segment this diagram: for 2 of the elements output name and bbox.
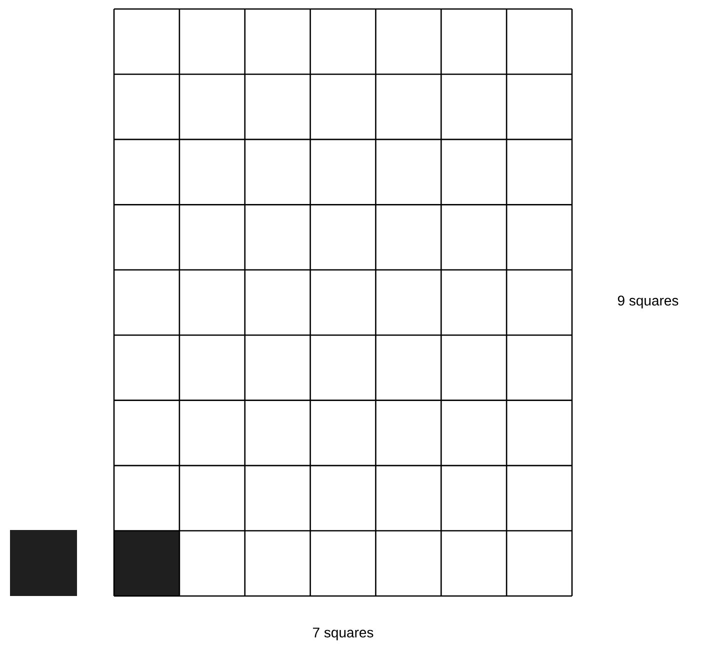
dimension-label: 7 squares (312, 628, 374, 640)
dimension-label: 9 squares (618, 296, 678, 308)
